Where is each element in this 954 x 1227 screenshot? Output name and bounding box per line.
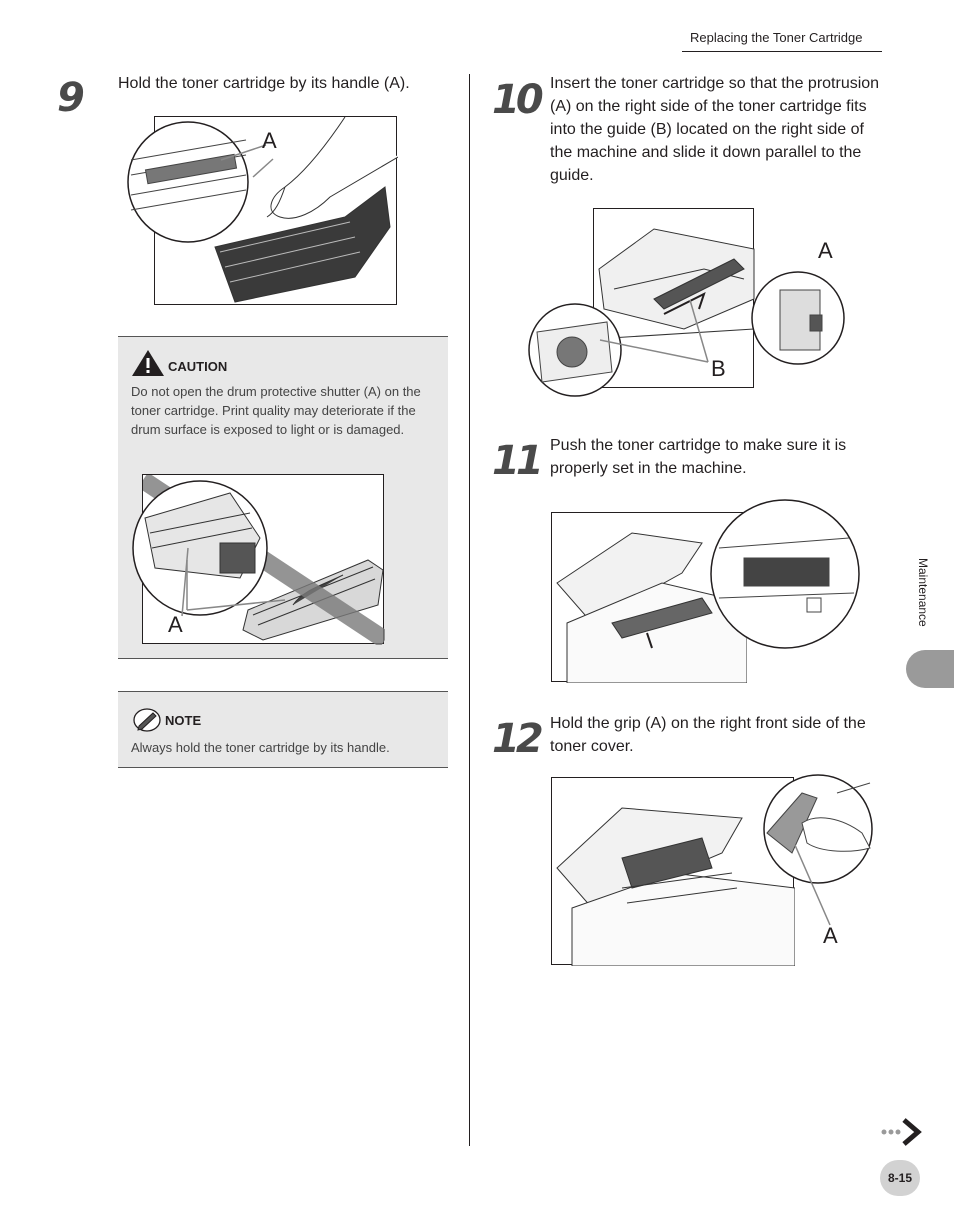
step-11-text: Push the toner cartridge to make sure it…: [550, 437, 847, 477]
step-10-leader-lines: [599, 299, 709, 363]
step-11-zoom-circle: [710, 499, 860, 649]
column-divider: [469, 74, 470, 1146]
cartridge-handle-drawing: [214, 117, 398, 303]
step-9-number: 9: [57, 75, 85, 121]
next-page-arrow-icon[interactable]: [880, 1116, 926, 1148]
page-number: 8-15: [880, 1160, 920, 1196]
caution-callout-a: A: [168, 612, 183, 637]
pencil-icon: [133, 708, 161, 732]
step-10-zoom-circle-left: [528, 303, 622, 397]
step-11-illustration: [551, 512, 747, 683]
step-12-number: 12: [492, 716, 544, 762]
step-12-zoom-circle: [763, 774, 873, 884]
header-rule: [682, 51, 882, 52]
note-heading: NOTE: [165, 713, 202, 728]
side-tab-marker: [906, 650, 954, 688]
warning-triangle-icon: [132, 350, 164, 376]
side-tab-label: Maintenance: [916, 558, 930, 627]
step-9-callout-a: A: [262, 128, 277, 153]
printer-push-drawing: [556, 532, 747, 683]
step-12-illustration: [551, 777, 795, 966]
printer-insert-drawing: [594, 228, 755, 340]
step-10-callout-a: A: [818, 238, 833, 263]
step-10-number: 10: [492, 77, 544, 123]
step-10-zoom-circle-right: [751, 271, 845, 365]
running-header: Replacing the Toner Cartridge: [690, 30, 863, 45]
note-box: [118, 691, 448, 768]
step-10-text: Insert the toner cartridge so that the p…: [550, 75, 880, 184]
caution-leader-lines: [186, 560, 286, 611]
note-text: Always hold the toner cartridge by its h…: [131, 740, 390, 755]
step-10-callout-b: B: [711, 356, 726, 381]
caution-text: Do not open the drum protective shutter …: [131, 384, 421, 437]
step-11-number: 11: [492, 438, 544, 484]
step-12-text: Hold the grip (A) on the right front sid…: [550, 715, 866, 755]
printer-grip-drawing: [556, 807, 795, 966]
step-12-leader-line: [794, 844, 831, 926]
step-9-illustration: [154, 116, 398, 305]
step-9-text: Hold the toner cartridge by its handle (…: [118, 75, 410, 92]
step-12-callout-a: A: [823, 923, 838, 948]
caution-zoom-circle: [132, 480, 268, 617]
caution-heading: CAUTION: [168, 359, 228, 374]
step-9-zoom-circle: [127, 121, 267, 243]
